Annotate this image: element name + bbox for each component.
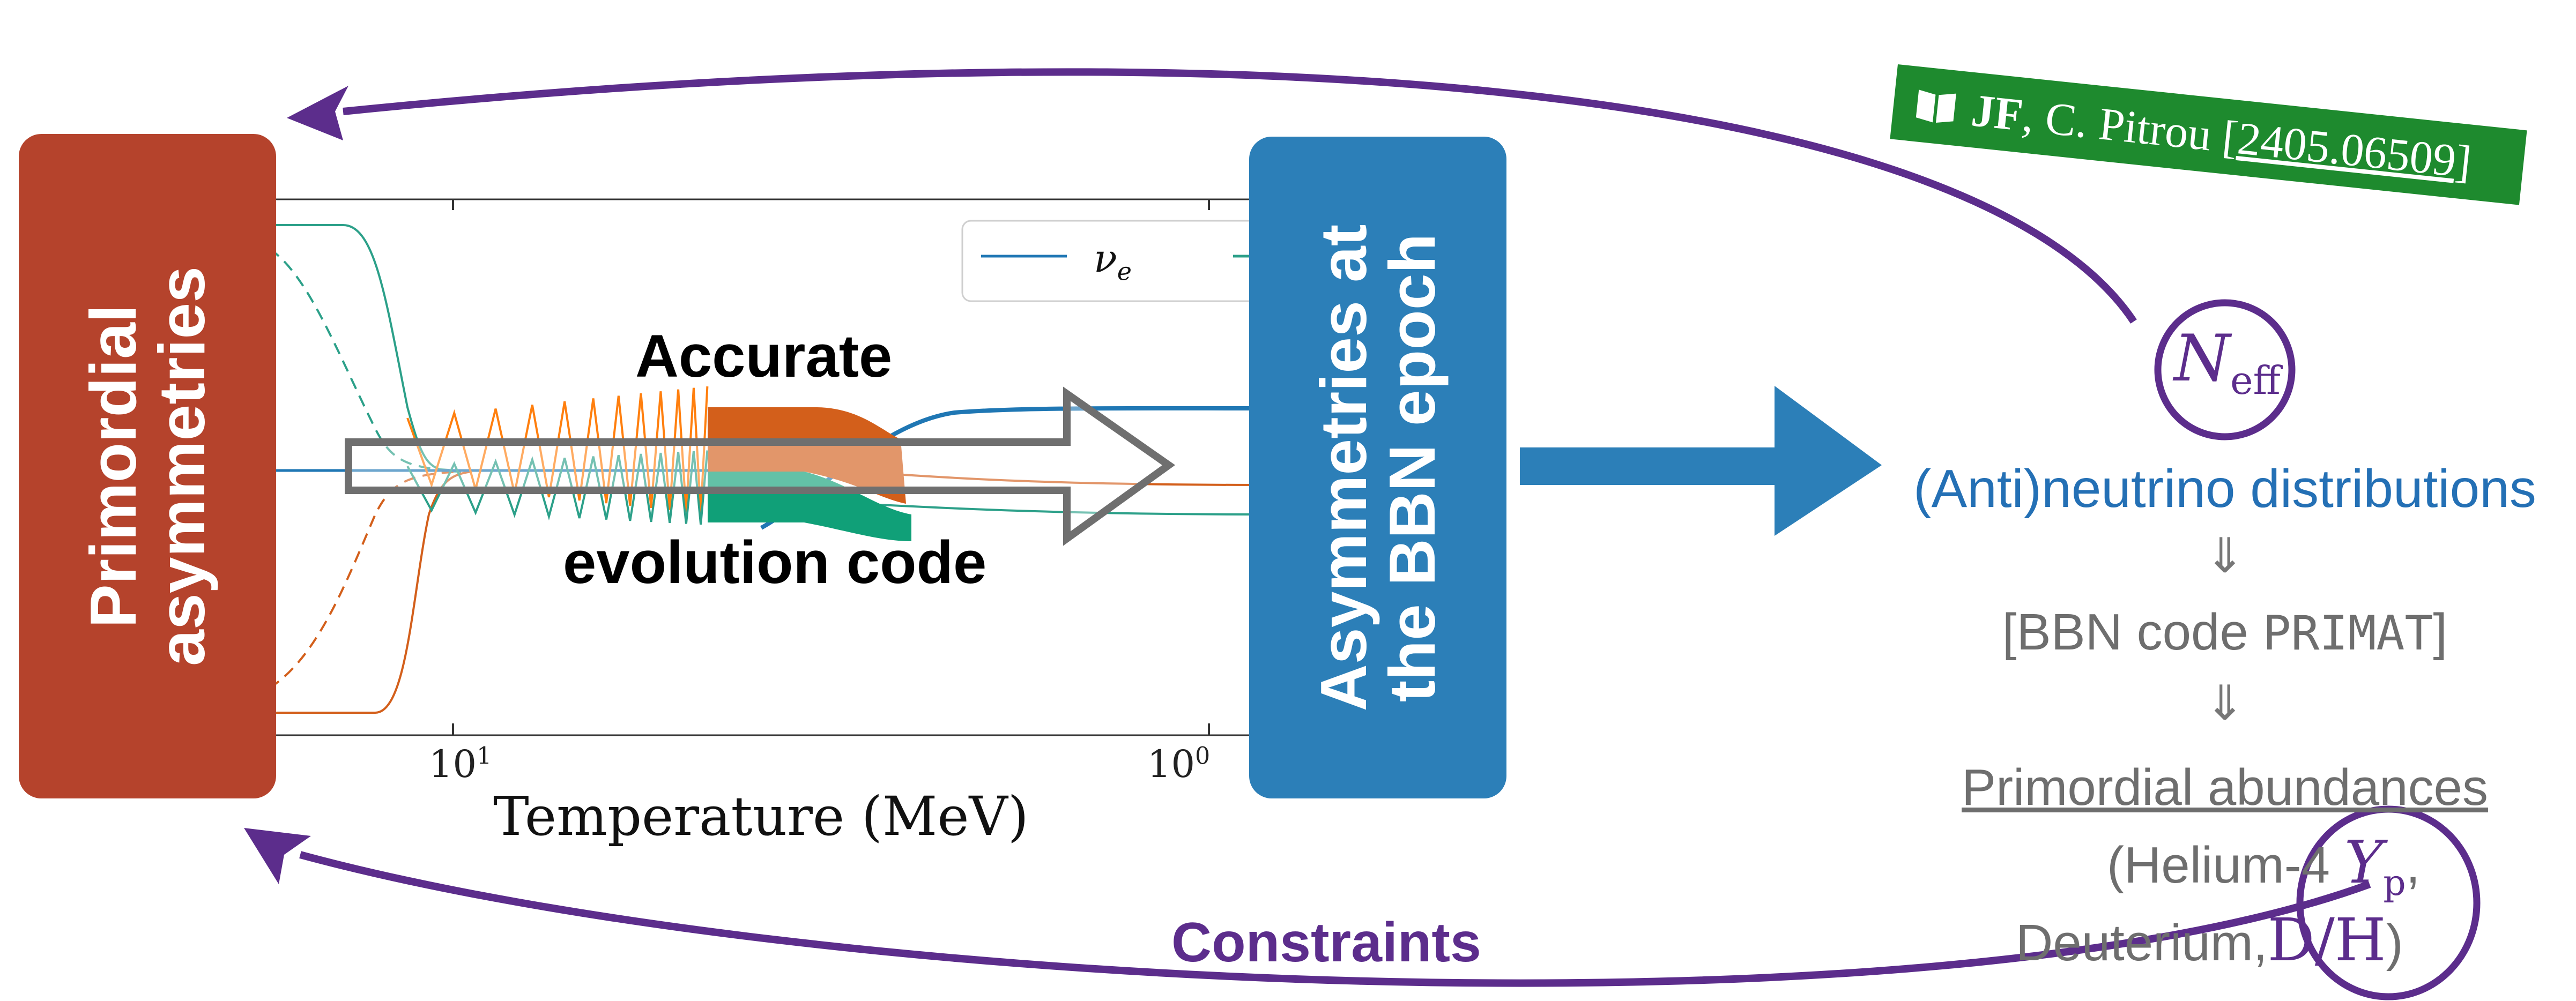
oscillation-orange-line bbox=[406, 386, 709, 513]
oscillation-teal bbox=[406, 450, 709, 525]
bottom-arc-head bbox=[244, 828, 311, 884]
top-arc bbox=[343, 68, 2137, 324]
bbn-code-label: [BBN code PRIMAT] bbox=[2002, 603, 2448, 661]
series-orange-flat bbox=[857, 470, 1271, 486]
primat-code: PRIMAT bbox=[2262, 606, 2433, 661]
series-teal-solid-b bbox=[857, 503, 1271, 516]
constraints-label: Constraints bbox=[1171, 912, 1481, 974]
overlay-accurate: Accurate bbox=[635, 323, 893, 390]
yp-symbol: Yp bbox=[2344, 828, 2406, 903]
arxiv-link[interactable]: 2405.06509 bbox=[2235, 112, 2459, 186]
book-icon bbox=[1915, 70, 1961, 123]
plot-frame bbox=[252, 198, 1271, 736]
series-teal-solid bbox=[252, 224, 462, 473]
ref-author-bold: JF bbox=[1969, 84, 2025, 141]
neff-label: Neff bbox=[2174, 322, 2281, 403]
arrow-down-1: ⇓ bbox=[2204, 529, 2245, 583]
oscillation-teal-line bbox=[406, 450, 709, 525]
abundance-circle bbox=[2296, 805, 2481, 1000]
mid-box-line1: Asymmetries at bbox=[1307, 224, 1380, 711]
tick-label-10-1: 101 bbox=[429, 742, 492, 786]
series-orange-band bbox=[708, 407, 906, 504]
legend-nu-sub: e bbox=[1117, 257, 1132, 286]
oscillation-orange bbox=[406, 386, 709, 513]
left-box-line1: Primordial bbox=[77, 304, 150, 628]
reference-badge: JF, C. Pitrou [2405.06509] bbox=[1890, 64, 2527, 205]
legend-nu: ν bbox=[1094, 236, 1117, 281]
neff-circle bbox=[2154, 299, 2296, 440]
helium-line: (Helium-4 Yp, bbox=[2107, 828, 2421, 903]
left-box-line2: asymmetries bbox=[145, 266, 218, 667]
dh-symbol: D/H bbox=[2267, 906, 2386, 974]
plot-curves bbox=[252, 224, 1271, 714]
legend-entry-nue: νe bbox=[1094, 236, 1132, 286]
abundances-title: Primordial abundances bbox=[1962, 759, 2488, 816]
plot-legend bbox=[961, 220, 1264, 302]
arrow-down-2: ⇓ bbox=[2204, 677, 2245, 730]
series-teal-dashed bbox=[252, 240, 462, 472]
overlay-evolution-code: evolution code bbox=[563, 529, 987, 596]
bottom-arc bbox=[299, 851, 2371, 987]
series-orange-solid bbox=[252, 470, 472, 714]
deuterium-line: Deuterium,D/H) bbox=[2016, 906, 2403, 974]
tick-label-10-0: 100 bbox=[1147, 742, 1211, 786]
plot-xlabel: Temperature (MeV) bbox=[493, 785, 1029, 848]
mid-box-line2: the BBN epoch bbox=[1376, 233, 1449, 702]
hollow-arrow bbox=[345, 386, 1176, 546]
top-arc-head bbox=[287, 86, 348, 140]
bbn-asymmetries-box: Asymmetries at the BBN epoch bbox=[1249, 137, 1506, 798]
distributions-label: (Anti)neutrino distributions bbox=[1913, 459, 2536, 519]
primordial-asymmetries-box: Primordial asymmetries bbox=[19, 134, 276, 798]
flow-arrow bbox=[1520, 386, 1882, 536]
